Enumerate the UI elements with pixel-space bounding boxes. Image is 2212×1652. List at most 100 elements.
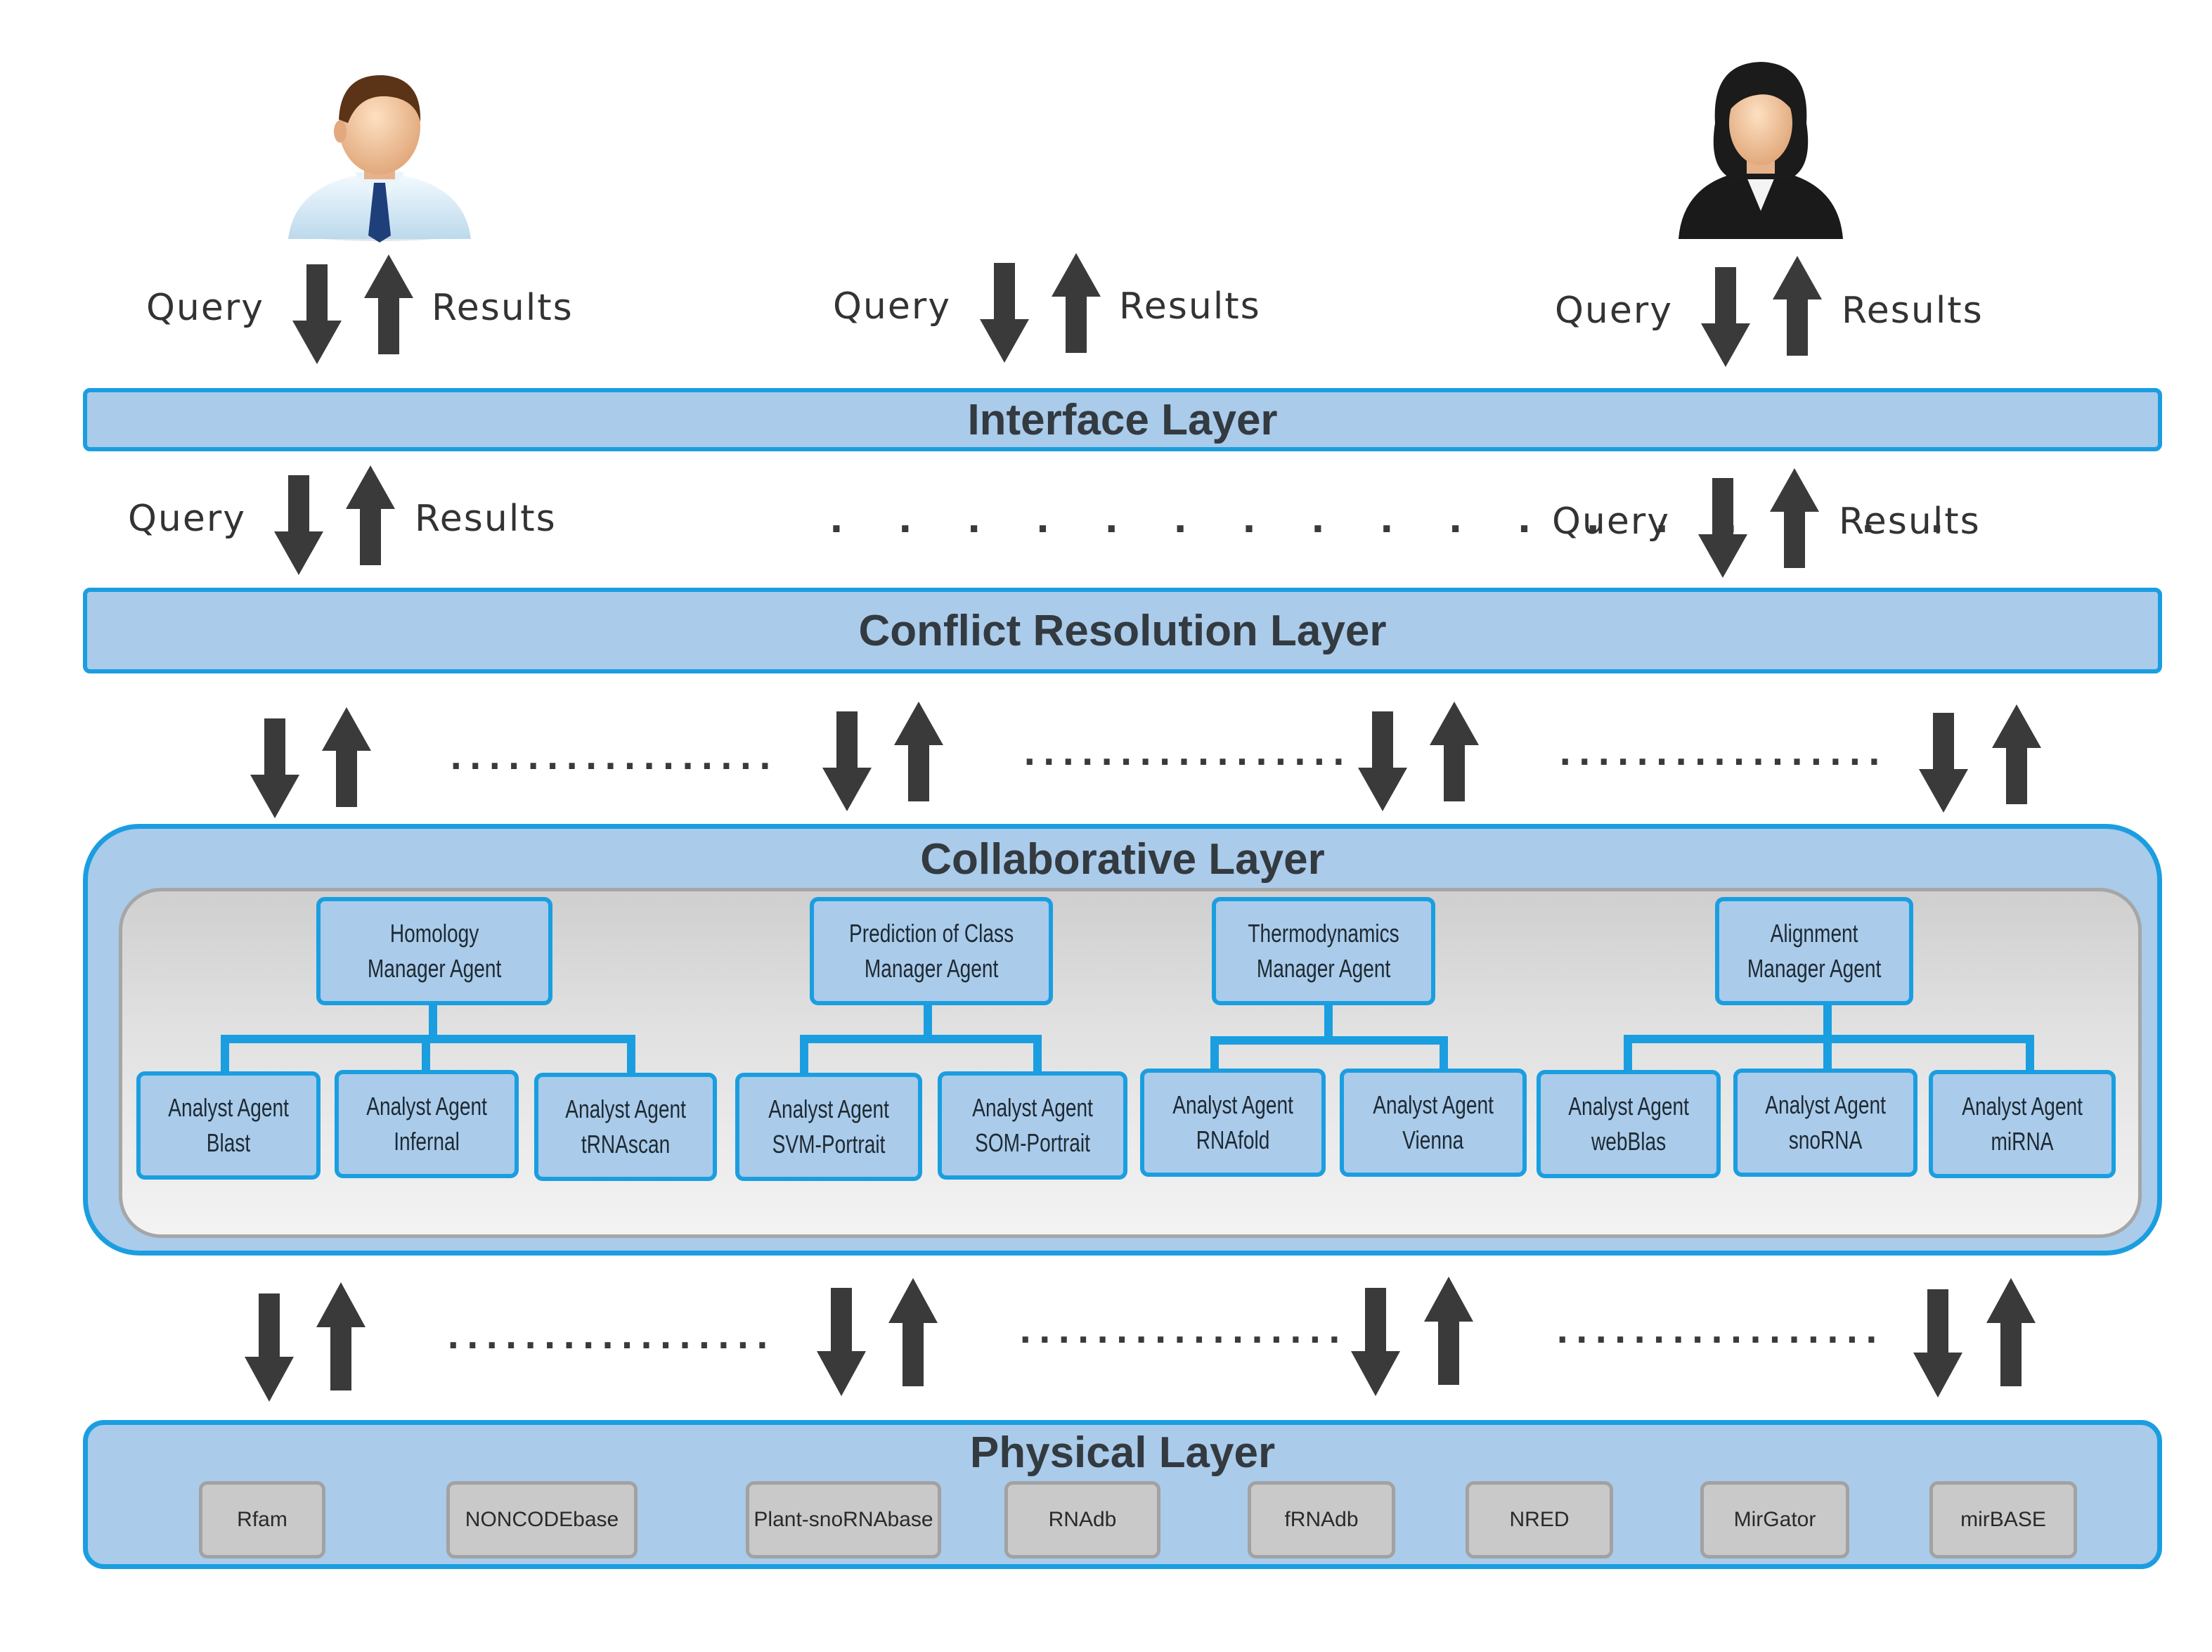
agent-label: miRNA (1991, 1127, 2054, 1156)
agent-label: SVM-Portrait (772, 1130, 886, 1159)
agent-label: Manager Agent (367, 954, 502, 983)
results-label: Results (1842, 290, 1984, 332)
agent-label: Analyst Agent (1962, 1092, 2083, 1121)
agent-label: Infernal (394, 1127, 460, 1156)
up-arrow-icon (1770, 468, 1819, 568)
down-arrow-icon (274, 475, 323, 575)
agent-label: Analyst Agent (768, 1095, 889, 1123)
analyst-agent-blast: Analyst Agent Blast (136, 1071, 321, 1180)
results-label: Results (415, 498, 557, 540)
database-mirgator: MirGator (1700, 1481, 1849, 1559)
database-label: NRED (1509, 1508, 1570, 1531)
down-arrow-icon (822, 711, 872, 811)
agent-label: Vienna (1402, 1125, 1464, 1154)
results-label: Results (1839, 501, 1981, 543)
prediction-of-class-manager-agent: Prediction of Class Manager Agent (810, 897, 1053, 1005)
ellipsis-dots: ................. (450, 739, 779, 777)
ellipsis-dots: ................. (447, 1318, 776, 1356)
up-arrow-icon (888, 1278, 938, 1386)
agent-label: Analyst Agent (168, 1093, 289, 1122)
analyst-agent-infernal: Analyst Agent Infernal (335, 1070, 519, 1178)
agent-label: RNAfold (1196, 1125, 1270, 1154)
down-arrow-icon (245, 1293, 294, 1402)
database-frnadb: fRNAdb (1248, 1481, 1395, 1559)
up-arrow-icon (1052, 253, 1101, 353)
analyst-agent-mirna: Analyst Agent miRNA (1929, 1070, 2116, 1178)
database-plant-snornabase: Plant-snoRNAbase (746, 1481, 941, 1559)
database-rnadb: RNAdb (1004, 1481, 1160, 1559)
database-nred: NRED (1466, 1481, 1613, 1559)
agent-label: Manager Agent (864, 954, 999, 983)
database-noncodebase: NONCODEbase (446, 1481, 638, 1559)
analyst-agent-rnafold: Analyst Agent RNAfold (1140, 1069, 1326, 1177)
agent-label: Homology (389, 919, 479, 948)
down-arrow-icon (1351, 1288, 1400, 1396)
up-arrow-icon (364, 254, 413, 354)
down-arrow-icon (1919, 713, 1968, 813)
down-arrow-icon (1701, 267, 1750, 367)
businesswoman-icon (1673, 56, 1849, 243)
up-arrow-icon (322, 707, 371, 807)
businessman-icon (281, 67, 478, 243)
agent-label: Analyst Agent (565, 1095, 686, 1123)
interface-layer-title: Interface Layer (967, 395, 1278, 444)
ellipsis-dots: ................. (1019, 1312, 1348, 1350)
agent-label: tRNAscan (581, 1130, 671, 1159)
agent-label: Alignment (1770, 919, 1858, 948)
database-rfam: Rfam (199, 1481, 325, 1559)
results-label: Results (432, 287, 574, 329)
up-arrow-icon (1430, 702, 1479, 801)
agent-label: Prediction of Class (848, 919, 1014, 948)
database-label: mirBASE (1960, 1508, 2046, 1531)
homology-manager-agent: Homology Manager Agent (316, 897, 552, 1005)
query-label: Query (146, 287, 265, 329)
down-arrow-icon (817, 1288, 866, 1396)
database-label: Plant-snoRNAbase (753, 1508, 933, 1531)
analyst-agent-trnascan: Analyst Agent tRNAscan (534, 1073, 717, 1181)
agent-label: Analyst Agent (1172, 1090, 1293, 1119)
query-label: Query (128, 498, 247, 540)
down-arrow-icon (1913, 1289, 1962, 1398)
up-arrow-icon (346, 465, 395, 565)
agent-label: Blast (206, 1128, 251, 1157)
ellipsis-dots: ................. (1559, 735, 1888, 773)
agent-label: snoRNA (1788, 1125, 1863, 1154)
physical-layer: Physical Layer Rfam NONCODEbase Plant-sn… (83, 1420, 2162, 1569)
ellipsis-dots: ................. (1023, 735, 1352, 773)
query-label: Query (1555, 290, 1674, 332)
query-label: Query (1552, 501, 1671, 543)
alignment-manager-agent: Alignment Manager Agent (1715, 897, 1913, 1005)
up-arrow-icon (894, 702, 943, 801)
interface-layer: Interface Layer (83, 388, 2162, 451)
results-label: Results (1119, 285, 1261, 328)
conflict-resolution-layer: Conflict Resolution Layer (83, 588, 2162, 673)
down-arrow-icon (250, 718, 299, 818)
database-label: RNAdb (1048, 1508, 1117, 1531)
collaborative-layer-title: Collaborative Layer (920, 835, 1325, 884)
agent-label: Analyst Agent (1765, 1090, 1886, 1119)
agent-label: Analyst Agent (1568, 1092, 1689, 1121)
query-label: Query (833, 285, 952, 328)
down-arrow-icon (1698, 478, 1747, 578)
up-arrow-icon (1992, 704, 2041, 804)
down-arrow-icon (980, 263, 1029, 363)
up-arrow-icon (1424, 1277, 1473, 1385)
agent-label: Manager Agent (1747, 954, 1882, 983)
thermodynamics-manager-agent: Thermodynamics Manager Agent (1212, 897, 1435, 1005)
ellipsis-dots: . . . . . . . . . . . . . . . . . (829, 499, 1965, 541)
agent-label: SOM-Portrait (975, 1128, 1090, 1157)
agent-label: Analyst Agent (972, 1093, 1093, 1122)
up-arrow-icon (316, 1282, 366, 1390)
database-label: Rfam (237, 1508, 287, 1531)
ellipsis-dots: ................. (1556, 1312, 1885, 1350)
physical-layer-title: Physical Layer (969, 1428, 1276, 1477)
database-mirbase: mirBASE (1929, 1481, 2077, 1559)
agent-label: Analyst Agent (366, 1092, 487, 1121)
database-label: NONCODEbase (465, 1508, 619, 1531)
analyst-agent-som-portrait: Analyst Agent SOM-Portrait (938, 1071, 1127, 1180)
agent-label: Manager Agent (1256, 954, 1391, 983)
down-arrow-icon (292, 264, 342, 364)
agent-label: Analyst Agent (1373, 1090, 1494, 1119)
